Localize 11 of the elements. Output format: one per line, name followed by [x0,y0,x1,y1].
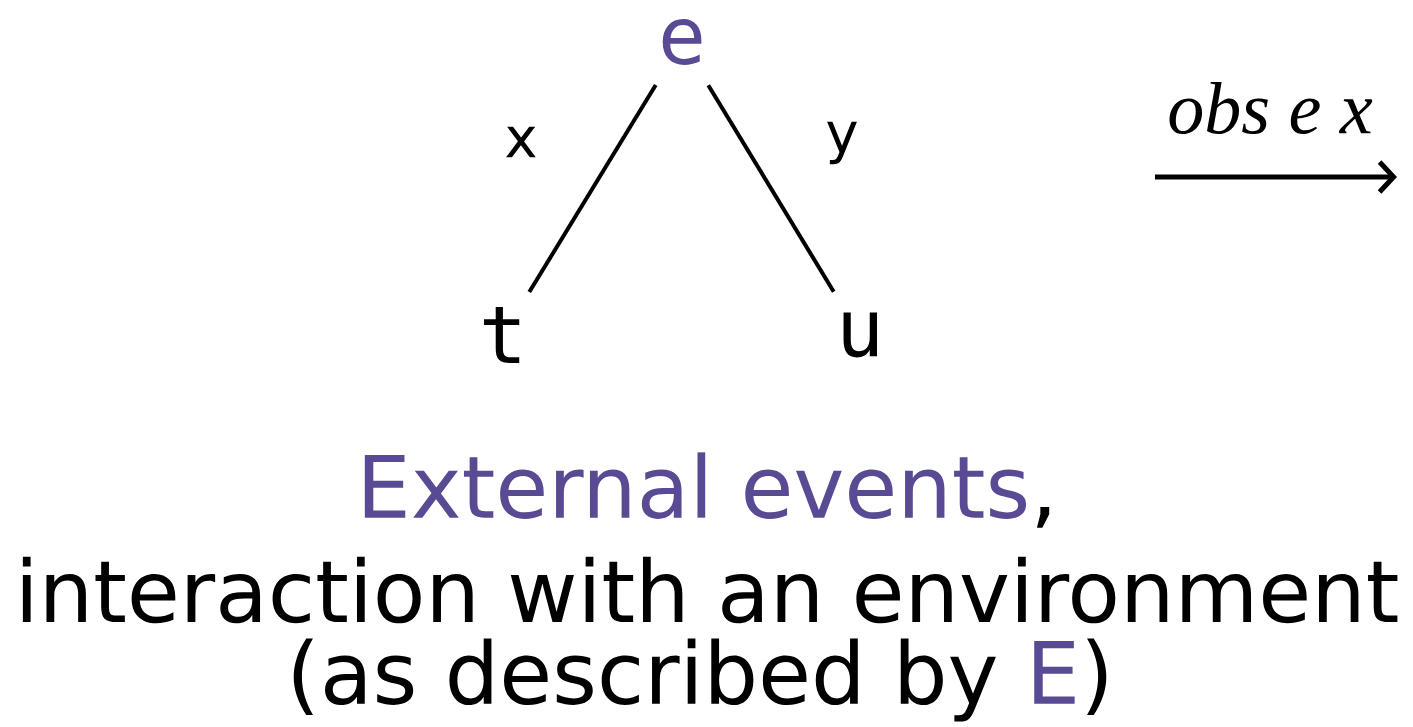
caption-line: External events, [364,452,1050,528]
edge-label: y [823,119,861,167]
caption-line: (as described by E) [293,638,1107,722]
connector-line [527,83,658,294]
connector-line [706,84,836,293]
arrow-label: obs e x [1169,81,1373,135]
caption-line: interaction with an environment [22,556,1398,624]
node-letter: e [662,19,702,65]
node-letter: u [843,312,877,358]
node-letter: t [484,306,520,364]
edge-label: x [502,124,540,160]
